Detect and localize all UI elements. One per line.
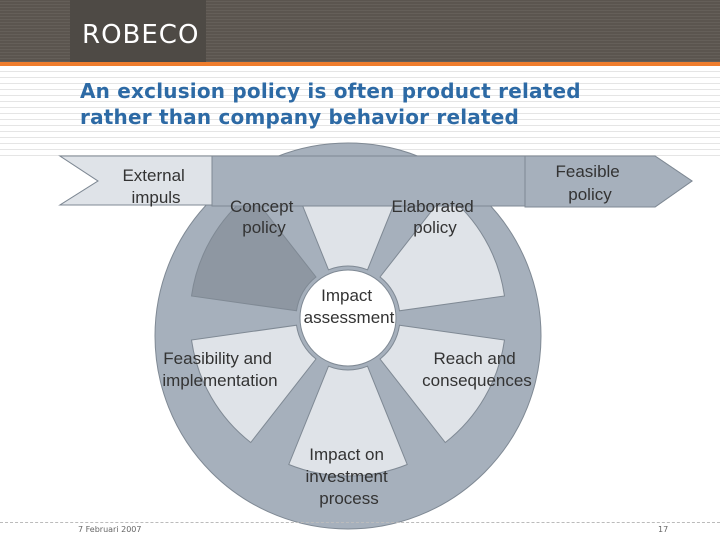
title-line-2: rather than company behavior related	[80, 105, 520, 129]
title-background-stripes	[0, 70, 720, 156]
external-impuls-label: External impuls	[122, 166, 189, 207]
lower-left-segment	[190, 324, 317, 444]
slide-title: An exclusion policy is often product rel…	[80, 78, 680, 130]
upper-right-segment	[379, 192, 506, 312]
impact-assessment-label: Impact assessment	[304, 286, 395, 327]
bottom-segment	[288, 365, 408, 477]
feasible-policy-label: Feasible policy	[556, 162, 625, 204]
center-hub	[299, 269, 397, 367]
elaborated-policy-label: Elaborated policy	[392, 197, 479, 237]
page-number: 17	[658, 525, 669, 534]
impact-investment-label: Impact on investment process	[306, 445, 393, 508]
footer-date: 7 Februari 2007	[78, 525, 142, 534]
external-impuls-arrow	[58, 155, 213, 206]
concept-policy-label: Concept policy	[230, 197, 298, 237]
feasible-policy-arrow	[524, 155, 693, 208]
feasibility-implementation-label: Feasibility and implementation	[162, 349, 277, 390]
reach-consequences-label: Reach and consequences	[422, 349, 532, 390]
lower-right-segment	[379, 324, 506, 444]
header-accent-rule	[0, 62, 720, 66]
logo-box	[70, 0, 206, 62]
footer-divider	[0, 522, 720, 523]
title-line-1: An exclusion policy is often product rel…	[80, 79, 581, 103]
robeco-logo: ROBECO	[82, 20, 200, 50]
